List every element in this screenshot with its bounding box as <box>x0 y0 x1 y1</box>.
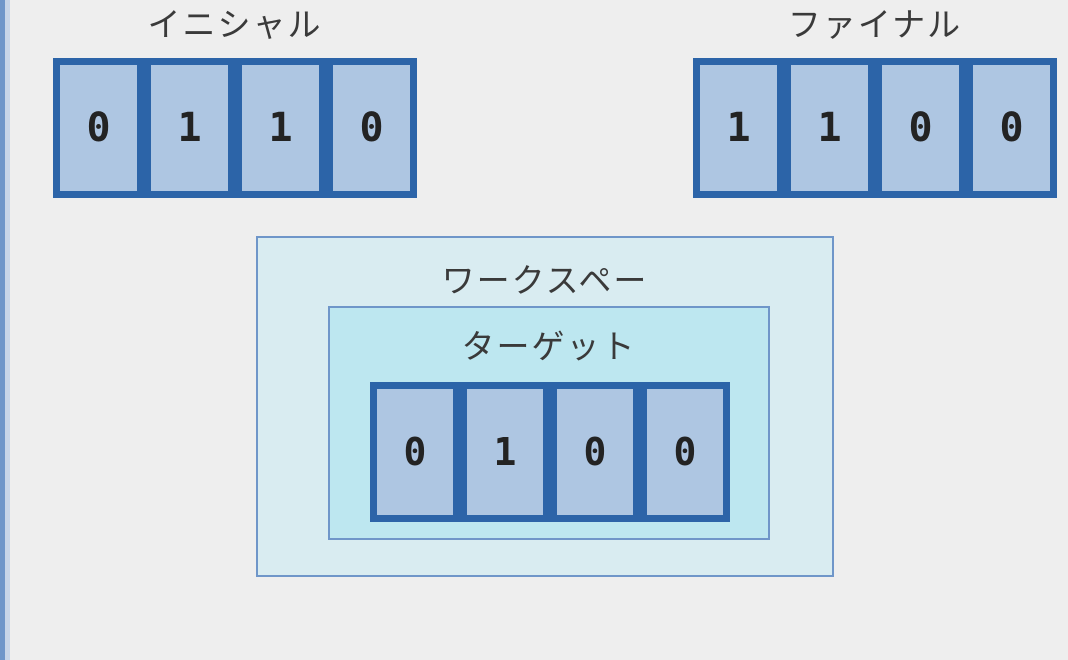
target-cells: 0 1 0 0 <box>370 382 730 522</box>
final-cells: 1 1 0 0 <box>693 58 1057 198</box>
initial-cell[interactable]: 1 <box>235 58 326 198</box>
final-cell[interactable]: 1 <box>784 58 875 198</box>
final-cell[interactable]: 1 <box>693 58 784 198</box>
final-group: ファイナル 1 1 0 0 <box>693 8 1057 198</box>
final-cell[interactable]: 0 <box>875 58 966 198</box>
workspace-panel: ワークスペー ターゲット 0 1 0 0 <box>256 236 834 577</box>
target-panel: ターゲット 0 1 0 0 <box>328 306 770 540</box>
target-cell[interactable]: 1 <box>460 382 550 522</box>
left-edge-rule <box>0 0 5 660</box>
initial-cell[interactable]: 0 <box>326 58 417 198</box>
initial-cells: 0 1 1 0 <box>53 58 417 198</box>
target-cell[interactable]: 0 <box>370 382 460 522</box>
initial-group: イニシャル 0 1 1 0 <box>53 8 417 198</box>
target-cell[interactable]: 0 <box>550 382 640 522</box>
workspace-panel-title: ワークスペー <box>441 261 649 300</box>
initial-cell[interactable]: 1 <box>144 58 235 198</box>
final-cell[interactable]: 0 <box>966 58 1057 198</box>
final-group-title: ファイナル <box>787 5 963 44</box>
target-panel-title: ターゲット <box>461 327 637 366</box>
initial-group-title: イニシャル <box>147 5 323 44</box>
target-cell[interactable]: 0 <box>640 382 730 522</box>
initial-cell[interactable]: 0 <box>53 58 144 198</box>
